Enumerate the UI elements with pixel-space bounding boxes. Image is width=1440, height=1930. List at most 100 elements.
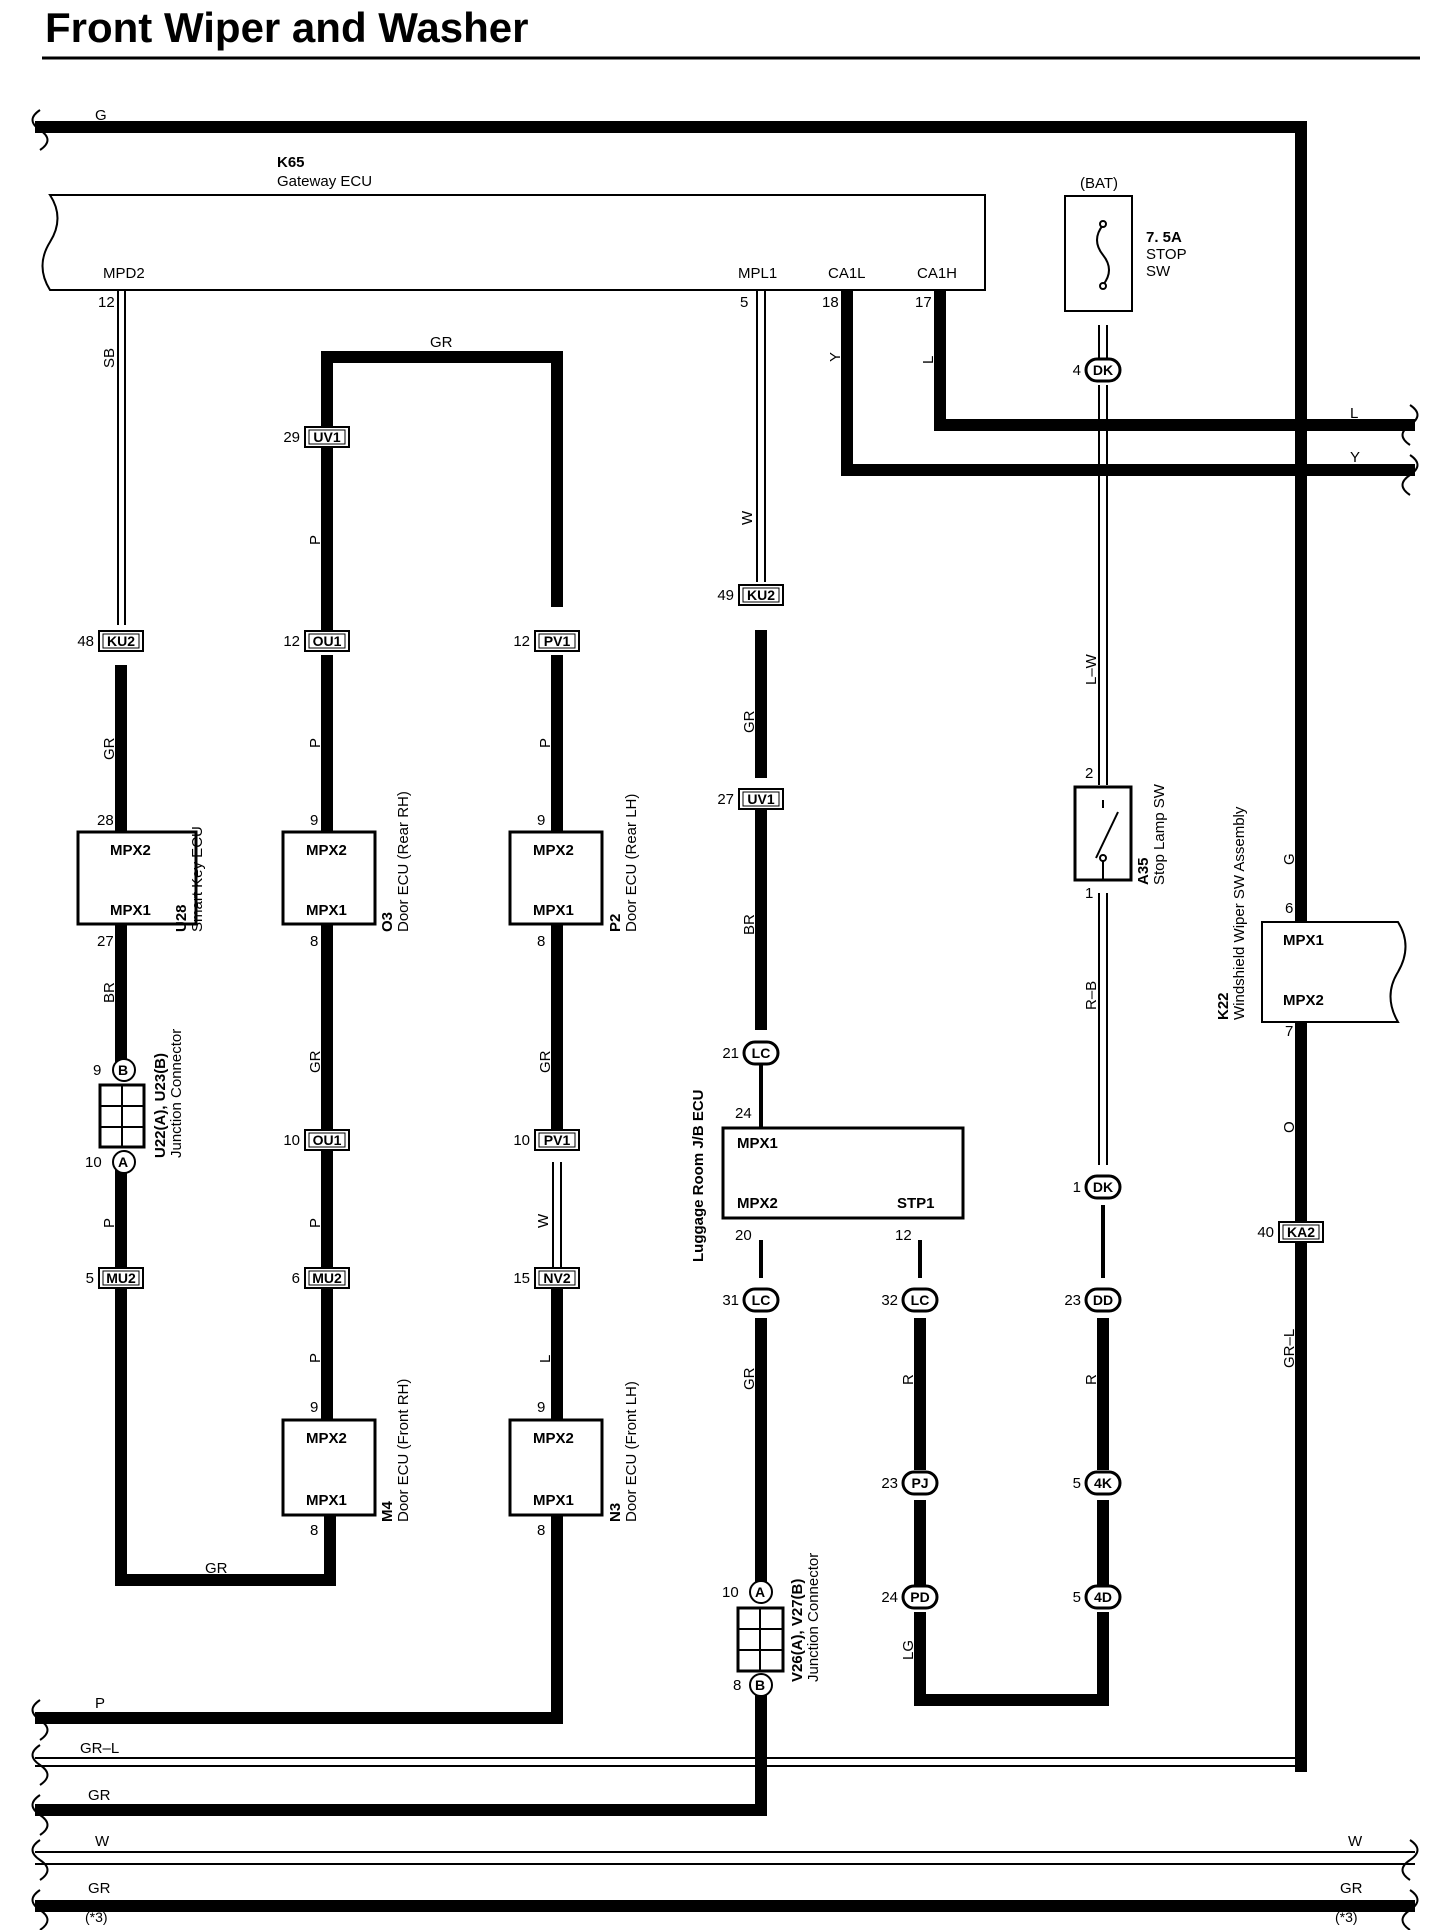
- connector-label: LC: [752, 1292, 771, 1308]
- connector-dk-1: DK1: [1073, 1174, 1122, 1200]
- label-p4: P: [101, 1218, 118, 1228]
- svg-text:U28: U28: [173, 904, 190, 932]
- label-lw: L–W: [1083, 653, 1100, 685]
- door-ecu-rear-rh: MPX2 MPX1 9 8 O3 Door ECU (Rear RH): [281, 791, 412, 950]
- connector-label: 4K: [1094, 1475, 1112, 1491]
- connector-pin: 10: [283, 1132, 300, 1149]
- svg-text:7: 7: [1285, 1023, 1293, 1040]
- connector-dk-4: DK 4: [1073, 357, 1122, 383]
- svg-text:N3: N3: [607, 1503, 624, 1522]
- svg-text:MPX2: MPX2: [110, 842, 151, 859]
- svg-text:Door ECU (Front LH): Door ECU (Front LH): [623, 1381, 640, 1522]
- connector-label: DK: [1093, 362, 1113, 378]
- label-gr-top: GR: [430, 334, 453, 351]
- connector-pd-24: PD 24: [881, 1584, 939, 1610]
- label-r2: R: [1083, 1374, 1100, 1385]
- svg-text:27: 27: [97, 933, 114, 950]
- connector-pin: 40: [1257, 1224, 1274, 1241]
- connector-pin: 4: [1073, 362, 1081, 379]
- connector-label: KU2: [107, 633, 135, 649]
- label-y-right: Y: [1350, 449, 1360, 466]
- svg-text:MPX2: MPX2: [306, 842, 347, 859]
- svg-text:CA1H: CA1H: [917, 265, 957, 282]
- label-lg: LG: [900, 1640, 917, 1660]
- label-gr2: GR: [741, 710, 758, 733]
- label-gr3: GR: [307, 1050, 324, 1073]
- door-ecu-rear-lh: MPX2 MPX1 9 8 P2 Door ECU (Rear LH): [508, 794, 640, 950]
- connector-pin: 5: [1073, 1475, 1081, 1492]
- svg-text:B: B: [755, 1677, 765, 1693]
- label-p5: P: [307, 1218, 324, 1228]
- svg-text:MPX2: MPX2: [1283, 992, 1324, 1009]
- svg-text:1: 1: [1085, 885, 1093, 902]
- svg-text:9: 9: [537, 1399, 545, 1416]
- label-p3: P: [537, 738, 554, 748]
- connector-label: PD: [910, 1589, 929, 1605]
- connector-pin: 31: [722, 1292, 739, 1309]
- connector-label: 4D: [1094, 1589, 1112, 1605]
- svg-text:MPX2: MPX2: [306, 1430, 347, 1447]
- label-grl-right: GR–L: [1281, 1329, 1298, 1368]
- svg-text:Stop Lamp SW: Stop Lamp SW: [1151, 783, 1168, 885]
- connector-label: UV1: [313, 429, 340, 445]
- stop-lamp-sw: 2 1 A35 Stop Lamp SW: [1073, 765, 1168, 902]
- connector-pin: 21: [722, 1045, 739, 1062]
- svg-text:6: 6: [1285, 900, 1293, 917]
- svg-text:10: 10: [85, 1154, 102, 1171]
- label-w2: W: [535, 1213, 552, 1228]
- connector-label: KU2: [747, 587, 775, 603]
- label-gr5: GR: [741, 1367, 758, 1390]
- label-o: O: [1281, 1121, 1298, 1133]
- svg-text:A35: A35: [1135, 857, 1152, 885]
- svg-text:7. 5A: 7. 5A: [1146, 229, 1182, 246]
- svg-text:MPX1: MPX1: [533, 1492, 574, 1509]
- label-l-right: L: [1350, 405, 1358, 422]
- junction-connector-v: A B 10 8 V26(A), V27(B) Junction Connect…: [722, 1553, 822, 1697]
- svg-text:Junction Connector: Junction Connector: [168, 1029, 185, 1158]
- label-l2: L: [537, 1355, 554, 1363]
- wire-gr-loop: [321, 351, 563, 607]
- connector-label: LC: [911, 1292, 930, 1308]
- svg-text:MPD2: MPD2: [103, 265, 145, 282]
- connector-pin: 32: [881, 1292, 898, 1309]
- connector-label: NV2: [543, 1270, 570, 1286]
- svg-text:8: 8: [310, 1522, 318, 1539]
- wire-p-bus: [35, 1515, 563, 1724]
- svg-text:SW: SW: [1146, 263, 1171, 280]
- svg-text:5: 5: [740, 294, 748, 311]
- connector-pin: 24: [881, 1589, 898, 1606]
- connector-label: PV1: [544, 633, 571, 649]
- svg-text:A: A: [755, 1584, 765, 1600]
- svg-text:Windshield Wiper SW Assembly: Windshield Wiper SW Assembly: [1231, 806, 1248, 1020]
- junction-connector-u: B A 9 10 U22(A), U23(B) Junction Connect…: [85, 1029, 185, 1174]
- wire-lg-loop: [914, 1612, 1109, 1706]
- label-rb: R–B: [1083, 981, 1100, 1010]
- smart-key-ecu: MPX2 MPX1 28 27 U28 Smart Key ECU: [76, 812, 206, 950]
- svg-text:U22(A), U23(B): U22(A), U23(B): [152, 1053, 169, 1158]
- label-gr4: GR: [537, 1050, 554, 1073]
- svg-text:K65: K65: [277, 154, 305, 171]
- svg-text:18: 18: [822, 294, 839, 311]
- svg-text:Gateway ECU: Gateway ECU: [277, 173, 372, 190]
- svg-text:MPX1: MPX1: [1283, 932, 1324, 949]
- svg-text:MPX2: MPX2: [533, 1430, 574, 1447]
- svg-text:STOP: STOP: [1146, 246, 1187, 263]
- connector-4d-5: 4D5: [1073, 1584, 1122, 1610]
- connector-pin: 27: [717, 791, 734, 808]
- svg-text:Junction Connector: Junction Connector: [805, 1553, 822, 1682]
- svg-text:Door ECU (Rear RH): Door ECU (Rear RH): [395, 791, 412, 932]
- connector-pin: 1: [1073, 1179, 1081, 1196]
- svg-text:CA1L: CA1L: [828, 265, 866, 282]
- svg-text:8: 8: [310, 933, 318, 950]
- connector-label: OU1: [313, 633, 342, 649]
- svg-text:12: 12: [895, 1227, 912, 1244]
- svg-text:2: 2: [1085, 765, 1093, 782]
